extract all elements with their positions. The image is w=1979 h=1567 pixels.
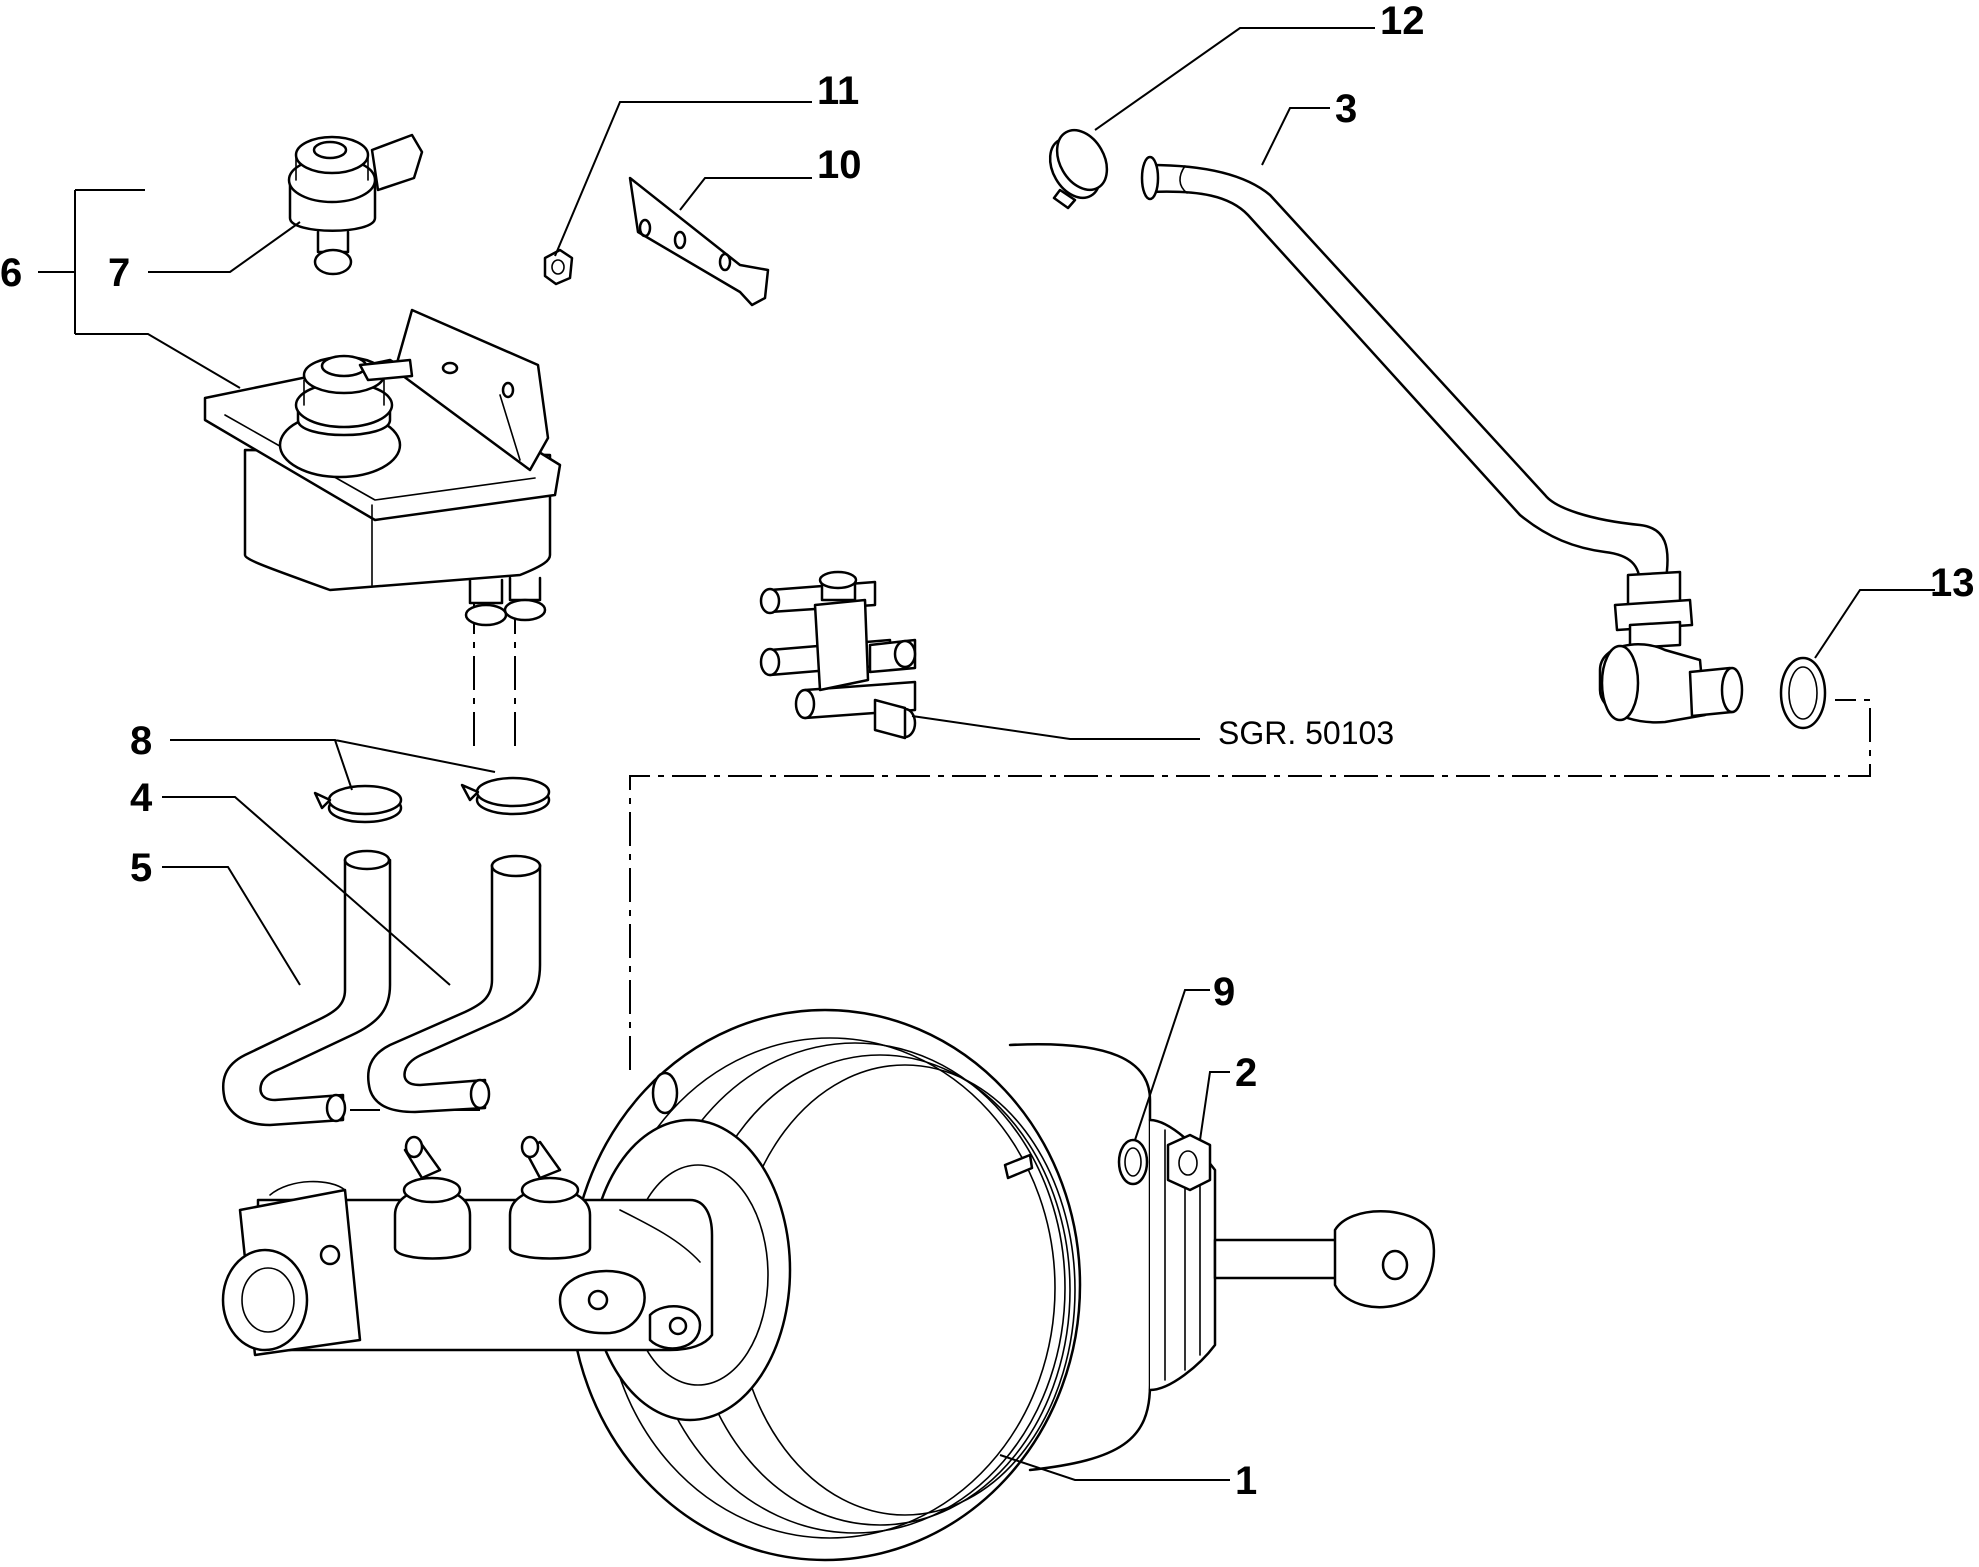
assembly-guide-lines bbox=[350, 391, 1871, 1111]
fluid-reservoir bbox=[203, 308, 562, 627]
callout-1: 1 bbox=[1235, 1459, 1257, 1503]
reservoir-hoses bbox=[221, 849, 542, 1127]
seal-ring-13 bbox=[1779, 656, 1827, 730]
callout-4: 4 bbox=[130, 776, 153, 820]
callout-7: 7 bbox=[108, 251, 130, 295]
check-valve-assembly bbox=[759, 570, 917, 740]
brake-booster bbox=[568, 1008, 1436, 1562]
reservoir-cap bbox=[287, 133, 424, 276]
hose-clamp-12 bbox=[1048, 128, 1109, 210]
callout-5: 5 bbox=[130, 846, 152, 890]
callout-9: 9 bbox=[1213, 970, 1235, 1014]
washer-and-nut bbox=[1117, 1133, 1212, 1192]
vacuum-hose bbox=[1140, 155, 1744, 724]
callout-13: 13 bbox=[1930, 561, 1975, 605]
callout-12: 12 bbox=[1380, 0, 1425, 43]
callout-2: 2 bbox=[1235, 1051, 1257, 1095]
callout-labels: 1 2 3 4 5 6 7 8 9 10 11 12 13 SGR. 50103 bbox=[0, 0, 1975, 1503]
callout-6: 6 bbox=[0, 251, 22, 295]
bracket-and-nut bbox=[543, 176, 770, 307]
callout-11: 11 bbox=[817, 69, 859, 113]
master-cylinder bbox=[221, 1135, 714, 1357]
callout-8: 8 bbox=[130, 719, 152, 763]
callout-leaders bbox=[38, 27, 1935, 1481]
hose-clamps bbox=[313, 776, 551, 824]
callout-3: 3 bbox=[1335, 87, 1357, 131]
sgr-reference-label: SGR. 50103 bbox=[1218, 715, 1394, 751]
callout-10: 10 bbox=[817, 143, 862, 187]
